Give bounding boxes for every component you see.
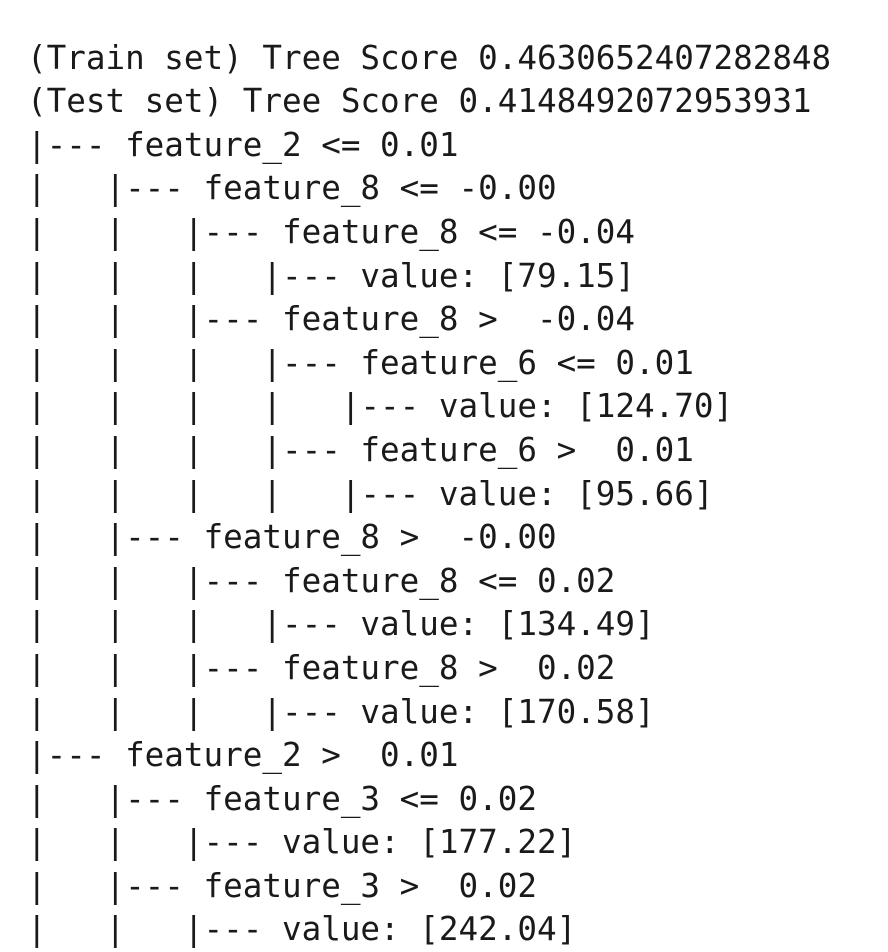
tree-line: | | | |--- feature_6 > 0.01	[27, 430, 694, 469]
console-output: (Train set) Tree Score 0.463065240728284…	[0, 32, 888, 952]
tree-line: | | |--- feature_8 <= 0.02	[27, 561, 616, 600]
tree-line: | | |--- feature_8 > 0.02	[27, 648, 616, 687]
tree-line: | | | |--- value: [170.58]	[27, 692, 655, 731]
tree-line: | | | |--- value: [134.49]	[27, 605, 655, 644]
test-score-line: (Test set) Tree Score 0.4148492072953931	[27, 82, 812, 121]
tree-line: | | | | |--- value: [95.66]	[27, 474, 714, 513]
tree-line: |--- feature_2 > 0.01	[27, 736, 459, 775]
tree-line: | |--- feature_8 <= -0.00	[27, 169, 557, 208]
tree-line: | |--- feature_3 <= 0.02	[27, 779, 537, 818]
tree-line: | | |--- feature_8 > -0.04	[27, 300, 636, 339]
tree-line: | | | |--- value: [79.15]	[27, 256, 636, 295]
tree-line: | |--- feature_3 > 0.02	[27, 866, 537, 905]
tree-line: | | | |--- feature_6 <= 0.01	[27, 343, 694, 382]
tree-line: | | |--- feature_8 <= -0.04	[27, 212, 636, 251]
tree-line: | |--- feature_8 > -0.00	[27, 518, 557, 557]
decision-tree-text: |--- feature_2 <= 0.01 | |--- feature_8 <…	[27, 124, 888, 952]
tree-line: | | |--- value: [177.22]	[27, 823, 577, 862]
tree-line: | | |--- value: [242.04]	[27, 910, 577, 949]
train-score-line: (Train set) Tree Score 0.463065240728284…	[27, 38, 832, 77]
tree-line: | | | | |--- value: [124.70]	[27, 387, 734, 426]
tree-line: |--- feature_2 <= 0.01	[27, 125, 459, 164]
